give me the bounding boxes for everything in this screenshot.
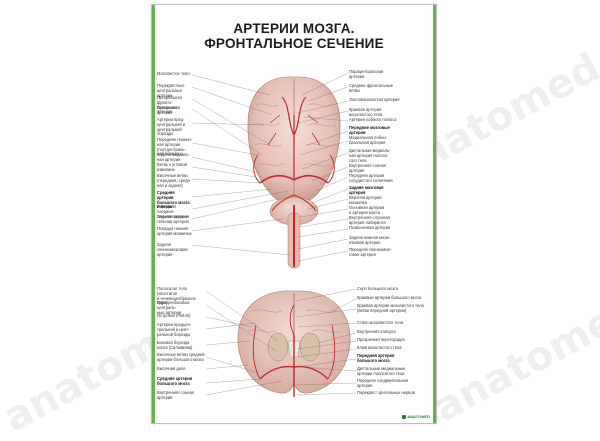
- upper-left-label: Псевдоя нижняя артерия мозжечка: [157, 226, 192, 236]
- lower-left-label: Средняя артерия большого мозга: [157, 376, 193, 386]
- brand-logo: ANATOMED: [402, 414, 430, 419]
- upper-left-label: Ветвь к угловой извилине: [157, 162, 187, 172]
- logo-text: ANATOMED: [407, 414, 430, 419]
- upper-left-label: Средняя артерия большого мозга и ветви: [157, 190, 190, 210]
- lower-left-label: Переднебоковые централь- ные артерии: [157, 300, 190, 315]
- title-line-1: АРТЕРИИ МОЗГА.: [233, 21, 355, 36]
- upper-right-label: Передние мозговые артерии: [349, 125, 390, 135]
- lower-right-label: Перекрёст зрительных нервов: [357, 390, 415, 395]
- upper-right-label: Верхняя артерия мозжечка: [349, 195, 382, 205]
- lower-right-label: Краевая артерия мозолистого тела (ветви …: [357, 303, 424, 313]
- poster-border-left: [152, 5, 155, 423]
- lower-right-label: Дистальные медиальные артерии полосатого…: [357, 366, 406, 376]
- poster-title: АРТЕРИИ МОЗГА. ФРОНТАЛЬНОЕ СЕЧЕНИЕ: [152, 21, 436, 51]
- upper-left-label: Мозолистое тело: [157, 71, 190, 76]
- lower-left-label: Височные ветви средней артерии большого …: [157, 352, 205, 362]
- upper-left-label: Латеральная фронто- базальная артерия: [157, 95, 182, 115]
- upper-right-label: Артерия лобного полюса: [349, 117, 397, 122]
- upper-left-label: Височные ветви (передняя, средн- няя и з…: [157, 173, 192, 188]
- upper-right-label: Дистальная медиаль- ная артерия полоса- …: [349, 148, 391, 163]
- lower-left-label: Височная доля: [157, 366, 186, 371]
- upper-left-label: Пупырчатая артерия: [157, 105, 180, 115]
- upper-right-label: Внутренняя сонная артерия: [349, 163, 386, 173]
- lower-left-label: Полосатое тело (хвостатое и чечевицеобра…: [157, 286, 196, 306]
- lower-left-label: Островок (Рейля): [157, 313, 191, 318]
- lower-right-label: Передняя соединительная артерия: [357, 378, 408, 388]
- poster-border-right: [433, 5, 436, 423]
- upper-right-label: Околомозолистая артерия: [349, 97, 400, 102]
- upper-right-label: Парацентральная артерия: [349, 69, 384, 79]
- upper-left-label: Задняя соедини- тельная артерия: [157, 214, 190, 224]
- upper-right-label: Позвоночная артерия: [349, 225, 391, 230]
- poster: АРТЕРИИ МОЗГА. ФРОНТАЛЬНОЕ СЕЧЕНИЕ: [151, 4, 437, 424]
- lower-brain-illustration: [237, 290, 351, 397]
- upper-left-leaders: [191, 74, 291, 256]
- title-line-2: ФРОНТАЛЬНОЕ СЕЧЕНИЕ: [204, 36, 384, 51]
- upper-right-label: Медиальная лобно- базальная артерия: [349, 135, 387, 145]
- lower-right-leaders: [295, 288, 357, 396]
- upper-right-label: Внутренняя слуховая артерия лабиринта: [349, 215, 390, 225]
- upper-left-label: Передняя соедини- тельная артерия: [157, 204, 189, 219]
- lower-right-label: Краевые артерии большого мозга: [357, 295, 422, 300]
- upper-right-label: Задняя мозговая артерия: [349, 185, 384, 195]
- lower-right-label: Прозрачная перегородка: [357, 337, 405, 342]
- upper-right-label: Средние фронтальные ветви: [349, 83, 394, 93]
- upper-right-label: Передняя спинномозг- говая артерия: [349, 247, 393, 257]
- watermark: anatomed.ru: [426, 254, 600, 432]
- lower-left-label: Внутренняя сонная артерия: [157, 390, 194, 400]
- lower-right-label: Ствол мозолистого тела: [357, 320, 404, 325]
- upper-right-label: Задняя нижняя мозж- ечковая артерия: [349, 235, 391, 245]
- upper-right-label: Основная артерия и артерия моста: [349, 205, 385, 215]
- lower-left-leaders: [205, 290, 283, 396]
- upper-left-label: Задняя медиаль- ная артерия: [157, 152, 190, 162]
- upper-right-label: Краевая артерия мозолистого тела: [349, 107, 383, 117]
- upper-left-label: Артерии пред- центральной и центральной …: [157, 117, 186, 137]
- lower-right-label: Передняя артерия большого мозга: [357, 353, 395, 363]
- upper-brain-illustration: [247, 76, 341, 269]
- upper-left-label: Передняя теменн- ная артерия (постцентра…: [157, 137, 192, 157]
- lower-left-label: Артерии предцен- тральной и цент- рально…: [157, 322, 192, 337]
- upper-left-label: Перекрёстные центральные артерии: [157, 83, 185, 98]
- upper-right-label: Передняя артерия сосудистого сплетения: [349, 173, 393, 183]
- lower-right-label: Серп большого мозга: [357, 286, 398, 291]
- anatomy-illustration: [191, 72, 357, 397]
- lower-right-label: Клюв мозолистого тела: [357, 345, 402, 350]
- upper-right-leaders: [297, 72, 349, 262]
- logo-icon: [402, 414, 407, 419]
- lower-right-label: Внутренняя капсула: [357, 329, 396, 334]
- upper-left-label: Задняя спинномозговая артерия: [157, 242, 188, 257]
- lower-left-label: Боковая борозда мозга (Сильвиева): [157, 340, 193, 350]
